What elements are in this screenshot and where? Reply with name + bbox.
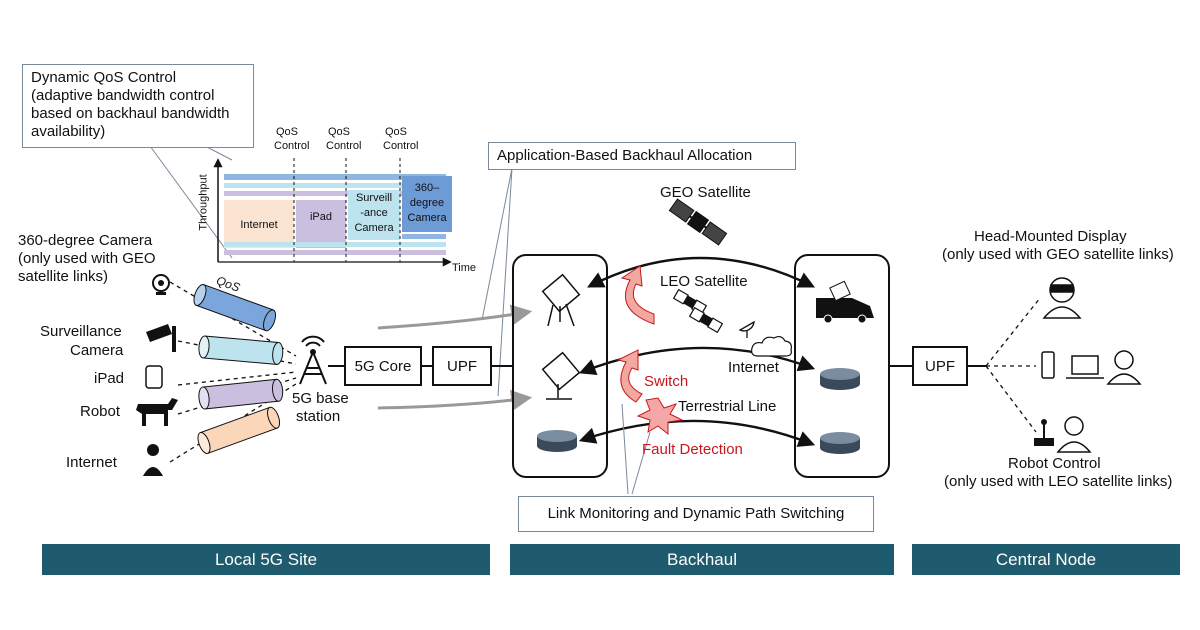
fault-icon xyxy=(636,397,684,436)
allocation-arrow-bottom xyxy=(377,389,533,411)
router-icon-left xyxy=(537,430,577,452)
camera360-label-3: satellite links) xyxy=(18,268,109,285)
section-local-5g-site: Local 5G Site xyxy=(42,544,490,575)
surveillance-camera-icon xyxy=(146,324,176,352)
ground-dish-icon xyxy=(738,320,755,338)
base-station-icon xyxy=(299,335,327,385)
backhaul-local-node xyxy=(512,254,608,478)
leo-satellite-icon xyxy=(672,288,724,334)
geo-satellite-label: GEO Satellite xyxy=(660,184,751,201)
surveillance-label-1: Surveillance xyxy=(40,323,122,340)
flat-antenna-icon-1 xyxy=(541,273,581,327)
segment-surveillance-1: Surveill xyxy=(355,192,393,204)
robot-control-label-1: Robot Control xyxy=(1008,455,1101,472)
ipad-icon xyxy=(145,365,163,389)
leo-satellite-label: LEO Satellite xyxy=(660,273,748,290)
qos-callout: Dynamic QoS Control (adaptive bandwidth … xyxy=(22,64,254,148)
smartphone-icon xyxy=(1041,351,1055,379)
joystick-icon xyxy=(1034,419,1054,446)
robot-operator-icon xyxy=(1056,416,1092,453)
qos-callout-desc-2: based on backhaul bandwidth xyxy=(31,105,230,122)
section-central-node: Central Node xyxy=(912,544,1180,575)
fault-detection-label: Fault Detection xyxy=(642,441,743,458)
segment-surveillance-3: Camera xyxy=(354,222,394,234)
chart-ylabel: Throughput xyxy=(197,174,210,231)
upf-central-box: UPF xyxy=(912,346,968,386)
router-icon-right-1 xyxy=(820,368,860,390)
qos-control-label-1b: Control xyxy=(274,140,310,152)
camera360-label-1: 360-degree Camera xyxy=(18,232,153,249)
throughput-chart-bars xyxy=(224,174,452,255)
qos-control-label-1a: QoS xyxy=(276,126,299,138)
central-links xyxy=(985,297,1041,433)
internet-label: Internet xyxy=(66,454,117,471)
throughput-chart-axes xyxy=(213,158,452,267)
switch-label: Switch xyxy=(644,373,689,390)
hmd-label-2: (only used with GEO satellite links) xyxy=(942,246,1174,263)
van-icon xyxy=(816,280,874,324)
qos-control-label-3a: QoS xyxy=(385,126,408,138)
qos-callout-pointer xyxy=(149,145,233,259)
qos-callout-title: Dynamic QoS Control xyxy=(31,69,177,86)
person-internet-icon xyxy=(143,444,163,476)
robot-label: Robot xyxy=(80,403,121,420)
flat-antenna-icon-2 xyxy=(541,351,581,400)
camera360-icon xyxy=(152,274,170,295)
switch-arrow-bottom xyxy=(616,349,643,403)
qos-callout-desc-1: (adaptive bandwidth control xyxy=(31,87,215,104)
5g-core-box: 5G Core xyxy=(344,346,422,386)
geo-satellite-icon xyxy=(668,198,728,246)
allocation-callout: Application-Based Backhaul Allocation xyxy=(488,142,796,170)
segment-camera360-3: Camera xyxy=(407,212,447,224)
camera360-label-2: (only used with GEO xyxy=(18,250,156,267)
section-backhaul: Backhaul xyxy=(510,544,894,575)
qos-cylinders xyxy=(193,284,284,454)
qos-control-label-2b: Control xyxy=(326,140,362,152)
switch-arrow-top xyxy=(620,265,655,325)
surveillance-label-2: Camera xyxy=(70,342,124,359)
monitoring-callout: Link Monitoring and Dynamic Path Switchi… xyxy=(518,496,874,532)
router-icon-right-2 xyxy=(820,432,860,454)
segment-camera360-1: 360– xyxy=(414,182,440,194)
upf-local-box: UPF xyxy=(432,346,492,386)
hmd-label-1: Head-Mounted Display xyxy=(974,228,1127,245)
terrestrial-link xyxy=(578,419,816,447)
qos-control-label-3b: Control xyxy=(383,140,419,152)
qos-callout-desc-3: availability) xyxy=(31,123,106,140)
hmd-user-icon xyxy=(1042,277,1082,319)
geo-link xyxy=(587,256,816,288)
ipad-label: iPad xyxy=(94,370,125,387)
qos-control-label-2a: QoS xyxy=(328,126,351,138)
internet-cloud-label: Internet xyxy=(728,359,779,376)
base-station-label-2: station xyxy=(296,408,341,425)
robot-control-label-2: (only used with LEO satellite links) xyxy=(944,473,1173,490)
chart-xlabel: Time xyxy=(452,262,477,274)
segment-camera360-2: degree xyxy=(409,197,445,209)
robot-dog-icon xyxy=(136,398,178,426)
allocation-arrow-top xyxy=(377,304,533,330)
backhaul-central-node xyxy=(794,254,890,478)
segment-ipad: iPad xyxy=(309,210,333,223)
laptop-icon xyxy=(1066,355,1104,379)
person-user-icon xyxy=(1106,350,1142,385)
segment-surveillance-2: -ance xyxy=(360,207,388,219)
leo-link xyxy=(578,346,816,375)
segment-internet: Internet xyxy=(240,218,278,231)
terrestrial-line-label: Terrestrial Line xyxy=(678,398,777,415)
base-station-label-1: 5G base xyxy=(292,390,349,407)
cloud-icon xyxy=(751,335,792,357)
